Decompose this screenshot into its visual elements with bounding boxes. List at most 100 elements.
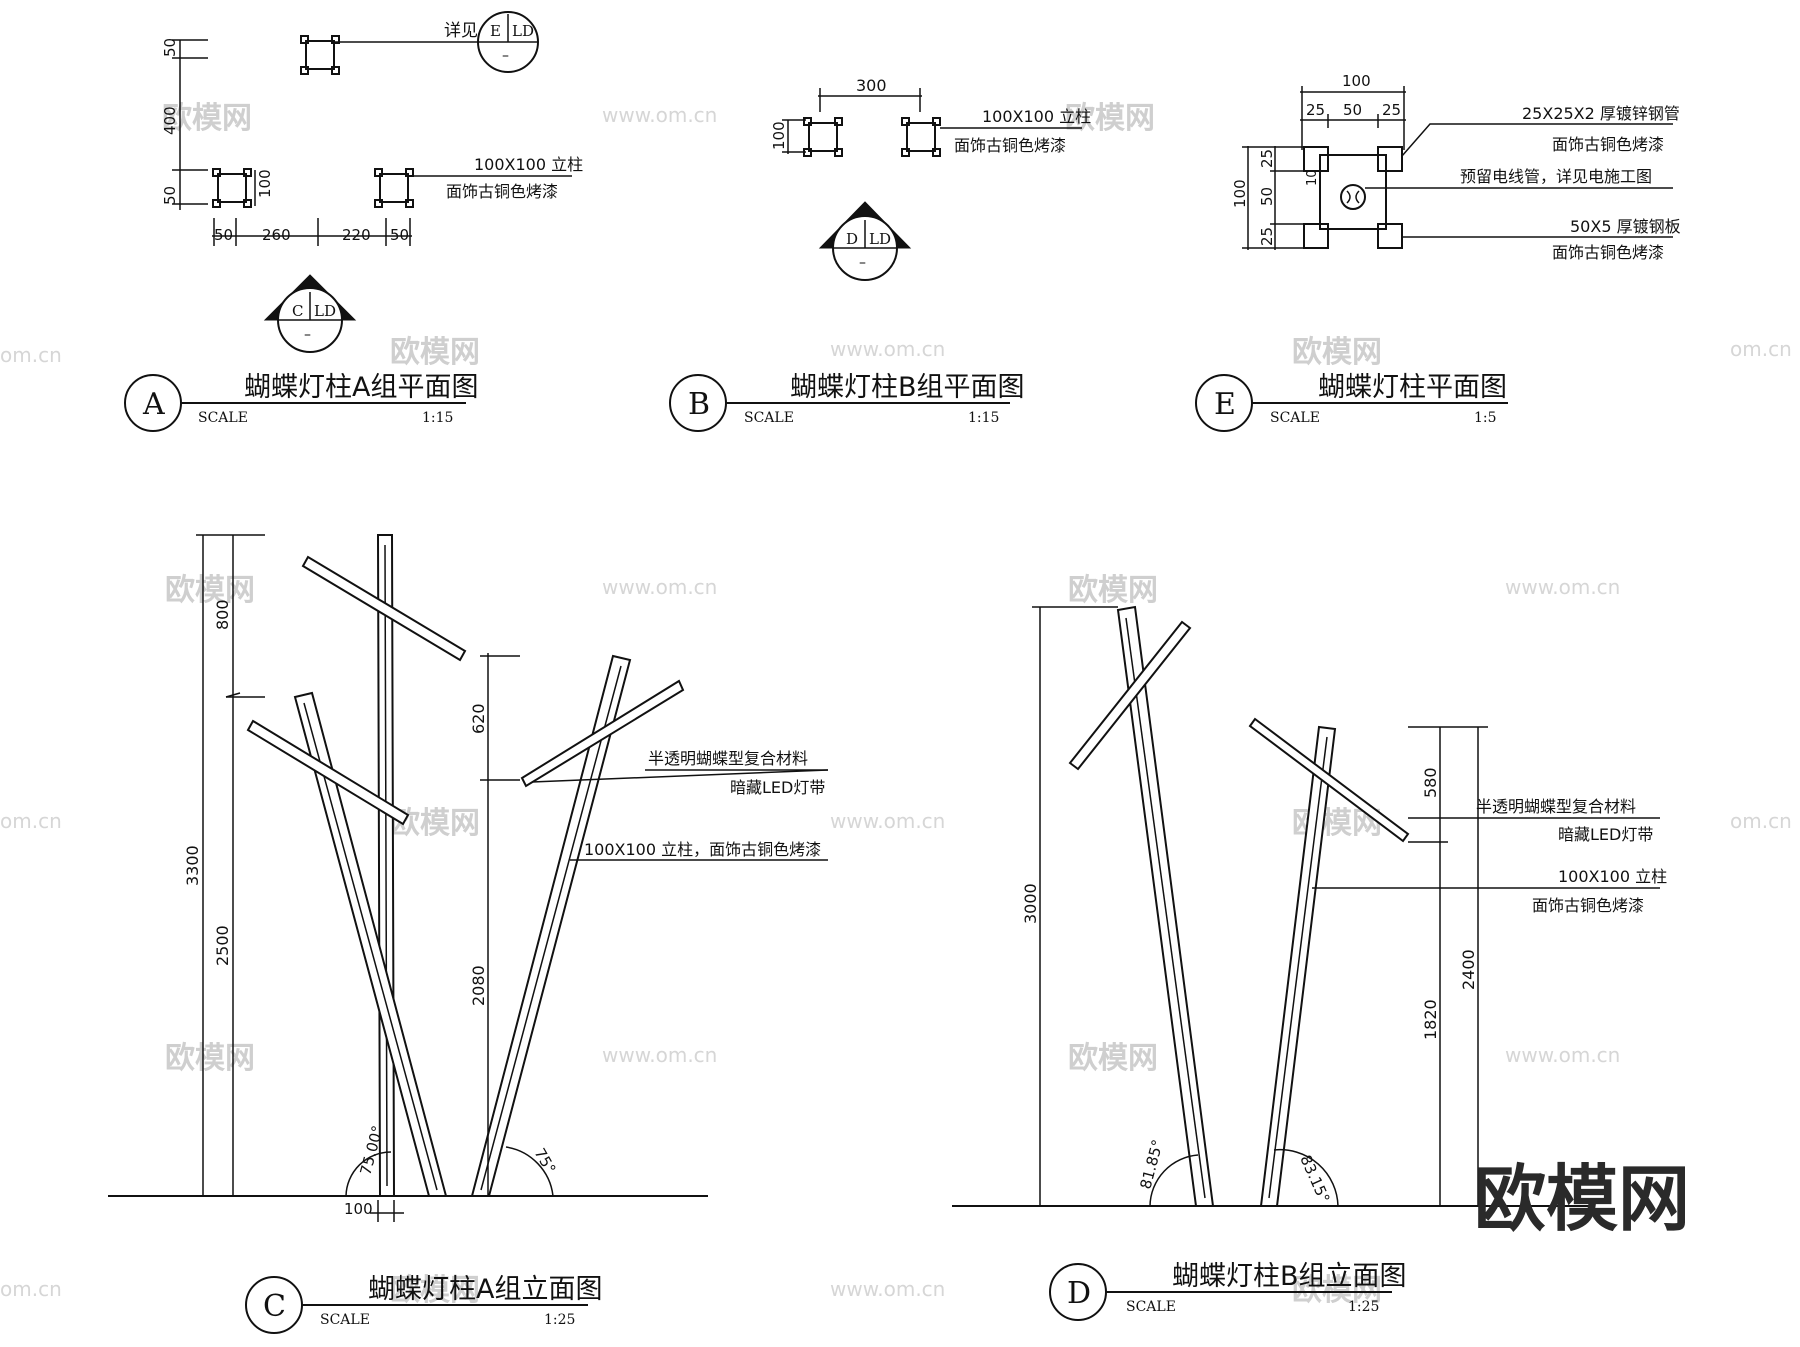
elev-note: 100X100 立柱 — [1558, 867, 1667, 886]
watermark-url: www.om.cn — [602, 1043, 717, 1067]
dim-label: 100 — [770, 121, 788, 150]
section-sheet: D — [846, 230, 858, 248]
dim-label: 50 — [1343, 101, 1362, 119]
drawing-b-plan: 300 100 100X100 立柱 面饰古铜色烤漆 D LD – B 蝴蝶灯柱… — [669, 76, 1091, 432]
callout-sheet: E — [490, 22, 501, 40]
dim-label: 50 — [1258, 187, 1276, 206]
elev-note: 100X100 立柱，面饰古铜色烤漆 — [584, 840, 821, 859]
scale-label: SCALE — [1126, 1299, 1176, 1315]
section-sub: – — [304, 327, 311, 343]
drawing-c-elevation: 800 3300 2500 620 2080 100 75.00° 75° 半透… — [108, 534, 829, 1334]
dim-label: 3300 — [183, 845, 202, 886]
detail-note: 25X25X2 厚镀锌钢管 — [1522, 104, 1680, 123]
section-code: LD — [869, 230, 891, 248]
steel-tube — [1303, 223, 1329, 249]
angle-label: 83.15° — [1296, 1152, 1333, 1205]
watermark-url: om.cn — [0, 809, 62, 833]
title-block-c: C 蝴蝶灯柱A组立面图 SCALE 1:25 — [245, 1274, 602, 1334]
watermark-url: www.om.cn — [830, 809, 945, 833]
callout-code: LD — [512, 22, 534, 40]
watermark-url: www.om.cn — [1505, 1043, 1620, 1067]
section-sheet: C — [292, 302, 303, 320]
dim-label: 300 — [856, 76, 887, 95]
detail-note: 50X5 厚镀钢板 — [1570, 217, 1681, 236]
angle-label: 81.85° — [1136, 1138, 1166, 1191]
angle-label: 75° — [531, 1145, 560, 1177]
post-note: 面饰古铜色烤漆 — [954, 136, 1066, 155]
callout-sub: – — [502, 48, 509, 64]
title-block-b: B 蝴蝶灯柱B组平面图 SCALE 1:15 — [669, 372, 1025, 432]
drawing-letter: B — [688, 387, 710, 422]
butterfly-panel — [520, 679, 685, 788]
dim-label: 25 — [1306, 101, 1325, 119]
drawing-letter: E — [1214, 387, 1236, 422]
elev-note: 暗藏LED灯带 — [1558, 825, 1653, 844]
watermark-url: om.cn — [0, 1277, 62, 1301]
title-block-a: A 蝴蝶灯柱A组平面图 SCALE 1:15 — [124, 372, 478, 432]
watermark-brand: 欧模网 — [1292, 1273, 1382, 1308]
dim-label: 620 — [469, 703, 488, 734]
dim-label: 1820 — [1421, 999, 1440, 1040]
brand-logo: 欧模网 — [1474, 1157, 1690, 1241]
watermark-brand: 欧模网 — [390, 335, 480, 370]
dim-label: 2400 — [1459, 949, 1478, 990]
dim-label: 220 — [342, 226, 371, 244]
dim-label: 25 — [1382, 101, 1401, 119]
scale-value: 1:15 — [968, 410, 999, 426]
detail-note: 面饰古铜色烤漆 — [1552, 243, 1664, 262]
watermark-url: www.om.cn — [602, 575, 717, 599]
drawing-title: 蝴蝶灯柱A组立面图 — [368, 1274, 602, 1305]
butterfly-panel — [301, 555, 467, 662]
watermark-url: www.om.cn — [830, 1277, 945, 1301]
dim-label: 50 — [161, 186, 179, 205]
butterfly-panel — [1248, 717, 1410, 843]
section-marker: D LD – — [818, 201, 912, 281]
butterfly-panel — [1068, 620, 1192, 771]
dim-label: 100 — [256, 169, 274, 198]
dim-label: 100 — [344, 1200, 373, 1218]
drawing-title: 蝴蝶灯柱平面图 — [1318, 372, 1507, 403]
scale-value: 1:5 — [1474, 410, 1497, 426]
post-note: 100X100 立柱 — [982, 107, 1091, 126]
conduit-circle — [1340, 184, 1366, 210]
post-square — [374, 168, 414, 208]
steel-tube — [1303, 146, 1329, 172]
watermark-brand: 欧模网 — [390, 1273, 480, 1308]
dim-label: 25 — [1258, 149, 1276, 168]
dim-label: 50 — [214, 226, 233, 244]
elev-note: 面饰古铜色烤漆 — [1532, 896, 1644, 915]
watermark-url: om.cn — [0, 343, 62, 367]
post-square — [901, 117, 941, 157]
drawing-title: 蝴蝶灯柱A组平面图 — [244, 372, 478, 403]
watermark-brand: 欧模网 — [1065, 101, 1155, 136]
steel-tube — [1377, 146, 1403, 172]
drawing-a-plan: 详见 E LD – 50 400 50 100 50 260 220 50 — [124, 11, 583, 432]
watermark-url: www.om.cn — [602, 103, 717, 127]
butterfly-panel — [246, 719, 410, 826]
watermark-brand: 欧模网 — [165, 1041, 255, 1076]
elev-note: 半透明蝴蝶型复合材料 — [1476, 797, 1636, 816]
section-sub: – — [859, 255, 866, 271]
detail-note: 面饰古铜色烤漆 — [1552, 135, 1664, 154]
elev-note: 暗藏LED灯带 — [730, 778, 825, 797]
post-square — [300, 35, 340, 75]
watermark-brand: 欧模网 — [1292, 335, 1382, 370]
post-square — [803, 117, 843, 157]
dim-label: 25 — [1258, 227, 1276, 246]
post-note: 100X100 立柱 — [474, 155, 583, 174]
dim-label: 2080 — [469, 965, 488, 1006]
detail-callout-bubble: E LD – — [477, 11, 539, 73]
dim-label: 100 — [1342, 72, 1371, 90]
dim-label: 260 — [262, 226, 291, 244]
drawing-letter: D — [1067, 1276, 1091, 1311]
watermark-brand: 欧模网 — [1068, 1041, 1158, 1076]
dim-label: 400 — [161, 106, 179, 135]
drawing-letter: A — [142, 387, 165, 422]
title-block-d: D 蝴蝶灯柱B组立面图 SCALE 1:25 — [1049, 1261, 1407, 1321]
watermark-brand: 欧模网 — [165, 573, 255, 608]
scale-value: 1:25 — [1348, 1299, 1379, 1315]
watermark-brand: 欧模网 — [1068, 573, 1158, 608]
dim-label: 50 — [161, 38, 179, 57]
drawing-title: 蝴蝶灯柱B组立面图 — [1172, 1261, 1407, 1292]
